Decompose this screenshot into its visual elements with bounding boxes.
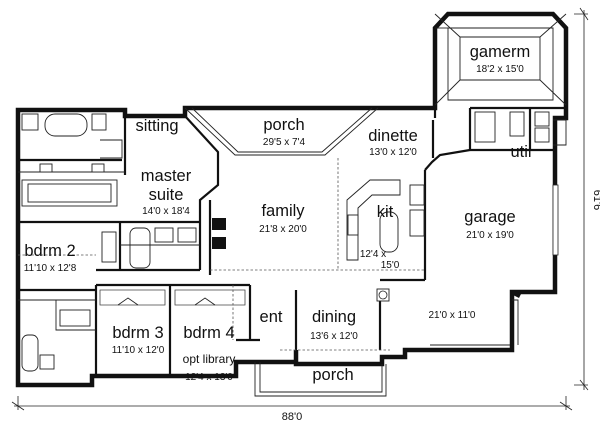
bdrm2-label: bdrm 2 <box>24 242 75 260</box>
kit-dims-2: 15'0 <box>381 260 400 271</box>
overall-depth-label: 61'6 <box>591 190 600 210</box>
bdrm2-dims: 11'10 x 12'8 <box>24 263 77 274</box>
porch-rear-label: porch <box>263 116 304 134</box>
closets <box>99 289 246 306</box>
jack-bath-fixtures <box>18 299 96 372</box>
dinette-dims: 13'0 x 12'0 <box>369 147 417 158</box>
util-label: util <box>510 143 531 161</box>
family-dims: 21'8 x 20'0 <box>259 224 307 235</box>
bdrm3-label: bdrm 3 <box>112 324 163 342</box>
master-bath-fixtures <box>18 113 125 207</box>
bdrm4-subtitle: opt library <box>183 352 236 366</box>
porch-front-label: porch <box>312 366 353 384</box>
master-dims: 14'0 x 18'4 <box>142 206 190 217</box>
gamerm-label: gamerm <box>470 43 531 61</box>
kit-dims-1: 12'4 x <box>360 249 386 260</box>
family-label: family <box>261 202 305 220</box>
garage-door <box>430 184 559 346</box>
garage-dims-2: 21'0 x 11'0 <box>428 310 475 321</box>
bdrm3-dims: 11'10 x 12'0 <box>112 345 165 356</box>
garage-dims: 21'0 x 19'0 <box>466 230 514 241</box>
gamerm-ceiling-lines <box>434 13 567 106</box>
bdrm4-dims: 12'4 x 13'0 <box>185 372 233 383</box>
bdrm4-label: bdrm 4 <box>183 324 234 342</box>
room-labels: gamerm 18'2 x 15'0 sitting porch 29'5 x … <box>24 43 532 384</box>
gamerm-dims: 18'2 x 15'0 <box>476 64 524 75</box>
exterior-walls <box>15 11 569 388</box>
kitchen-fixtures <box>346 179 425 302</box>
dining-dims: 13'6 x 12'0 <box>310 331 358 342</box>
master-label-1: master <box>141 167 192 185</box>
interior-walls <box>18 106 566 376</box>
sitting-label: sitting <box>135 117 178 135</box>
front-porch <box>254 362 387 397</box>
overall-width-label: 88'0 <box>282 411 302 423</box>
dining-label: dining <box>312 308 356 326</box>
hall-bath-fixtures <box>101 218 226 269</box>
ent-label: ent <box>260 308 283 326</box>
area-dividers <box>18 158 425 351</box>
util-fixtures <box>474 111 567 146</box>
master-label-2: suite <box>149 186 184 204</box>
garage-label: garage <box>464 208 515 226</box>
dinette-label: dinette <box>368 127 418 145</box>
rear-porch-outline <box>184 107 379 156</box>
porch-rear-dims: 29'5 x 7'4 <box>263 137 306 148</box>
kit-label: kit <box>377 203 394 221</box>
overall-dimensions: 88'0 61'6 <box>11 7 600 423</box>
